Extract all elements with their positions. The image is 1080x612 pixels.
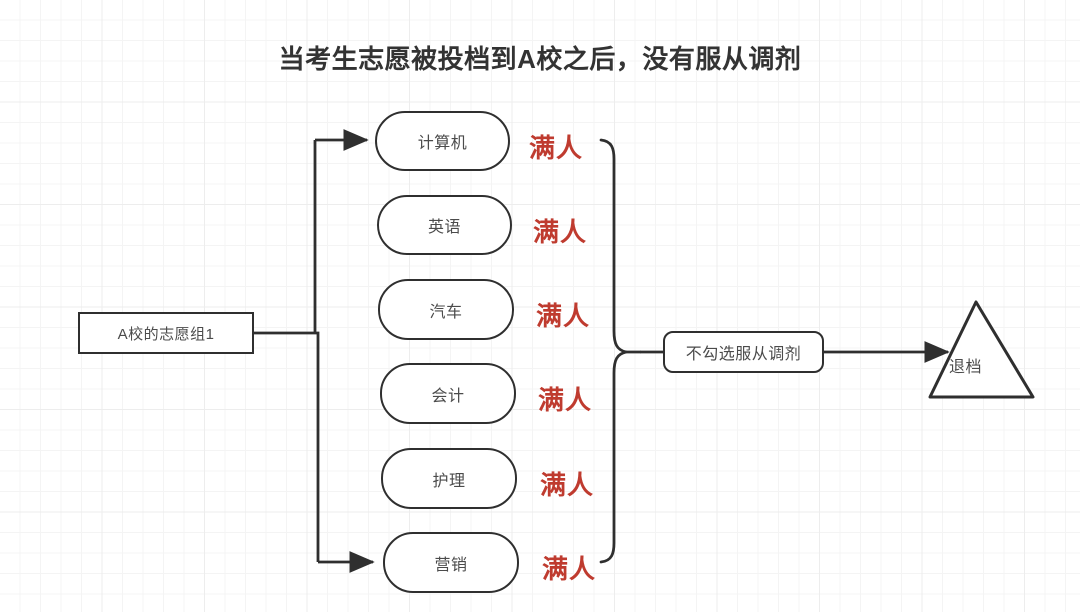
node-source-label: A校的志愿组1 [117,325,215,343]
node-major-2[interactable]: 汽车 [378,279,514,340]
curly-brace [599,138,642,564]
connector-source-to-spine [254,140,320,562]
node-outcome-label: 退档 [949,359,983,376]
node-major-1[interactable]: 英语 [377,195,512,255]
node-major-0-label: 计算机 [417,135,468,152]
status-badge-major-0: 满人 [529,133,584,163]
node-major-0[interactable]: 计算机 [375,111,510,171]
status-badge-major-2: 满人 [536,301,591,331]
status-badge-major-5: 满人 [542,554,597,584]
status-badge-major-4: 满人 [540,470,595,500]
node-major-4[interactable]: 护理 [381,448,517,509]
node-major-3[interactable]: 会计 [380,363,516,424]
node-major-4-label: 护理 [432,472,466,490]
node-decision-label: 不勾选服从调剂 [685,346,802,363]
node-decision[interactable]: 不勾选服从调剂 [663,331,824,373]
node-major-1-label: 英语 [427,219,461,236]
node-source[interactable]: A校的志愿组1 [78,312,254,354]
outcome-triangle-shape [928,300,1035,399]
node-major-3-label: 会计 [431,387,465,405]
status-badge-major-3: 满人 [538,385,593,415]
node-major-5[interactable]: 营销 [383,532,519,593]
page-title: 当考生志愿被投档到A校之后，没有服从调剂 [278,44,802,74]
node-major-5-label: 营销 [434,556,468,574]
node-major-2-label: 汽车 [429,303,463,321]
status-badge-major-1: 满人 [533,217,588,247]
